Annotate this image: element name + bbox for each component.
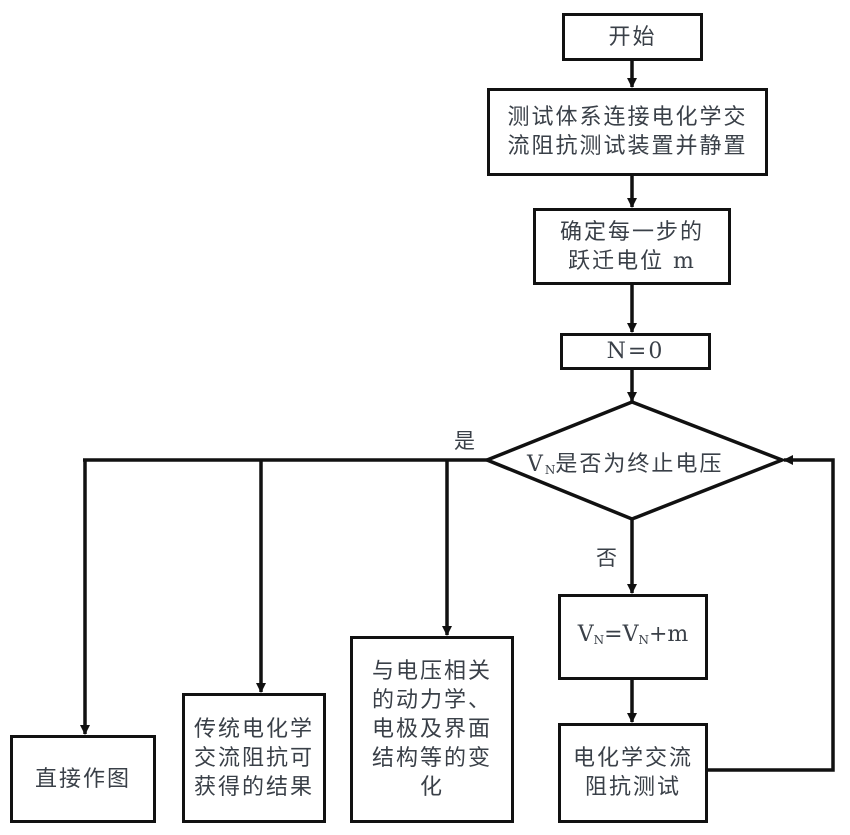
decision-label: VN是否为终止电压 <box>527 446 723 478</box>
traditional-node: 传统电化学 交流阻抗可 获得的结果 <box>182 693 326 823</box>
yes-label: 是 <box>454 429 475 453</box>
traditional-line-3: 获得的结果 <box>193 774 314 800</box>
connect-node: 测试体系连接电化学交 流阻抗测试装置并静置 <box>487 88 768 176</box>
voltage-related-node: 与电压相关 的动力学、 电极及界面 结构等的变 化 <box>350 636 514 823</box>
step-line-1: 确定每一步的 <box>559 219 704 245</box>
increment-rhs-var: V <box>622 621 639 647</box>
eis-line-1: 电化学交流 <box>572 746 693 771</box>
step-line-2: 跃迁电位 m <box>568 248 696 274</box>
voltage-line-3: 电极及界面 <box>371 717 492 742</box>
connect-line-2: 流阻抗测试装置并静置 <box>507 134 748 159</box>
start-label: 开始 <box>608 24 657 50</box>
step-node: 确定每一步的 跃迁电位 m <box>533 208 731 285</box>
eis-test-node: 电化学交流 阻抗测试 <box>558 723 708 823</box>
voltage-line-1: 与电压相关 <box>371 659 492 684</box>
increment-lhs-var: V <box>577 621 594 647</box>
increment-lhs-sub: N <box>593 632 605 647</box>
traditional-line-1: 传统电化学 <box>193 716 314 742</box>
plot-label: 直接作图 <box>34 766 131 792</box>
plot-node: 直接作图 <box>10 735 156 823</box>
increment-rhs-tail: +m <box>648 621 689 647</box>
voltage-line-5: 化 <box>419 775 444 800</box>
init-node: N=0 <box>560 333 711 370</box>
start-node: 开始 <box>562 13 703 61</box>
traditional-line-2: 交流阻抗可 <box>193 745 314 771</box>
connect-line-1: 测试体系连接电化学交 <box>507 105 748 130</box>
init-label: N=0 <box>606 339 665 364</box>
no-label: 否 <box>596 546 617 570</box>
increment-rhs-sub: N <box>638 632 649 647</box>
voltage-line-4: 结构等的变 <box>371 746 492 771</box>
edge-eis-loop-back <box>707 455 835 772</box>
decision-var: V <box>527 452 545 477</box>
increment-node: VN=VN+m <box>558 594 708 680</box>
voltage-line-2: 的动力学、 <box>371 688 492 713</box>
decision-sub: N <box>544 463 556 477</box>
increment-eq: = <box>604 621 623 647</box>
eis-line-2: 阻抗测试 <box>584 775 681 800</box>
decision-text: 是否为终止电压 <box>555 452 724 477</box>
